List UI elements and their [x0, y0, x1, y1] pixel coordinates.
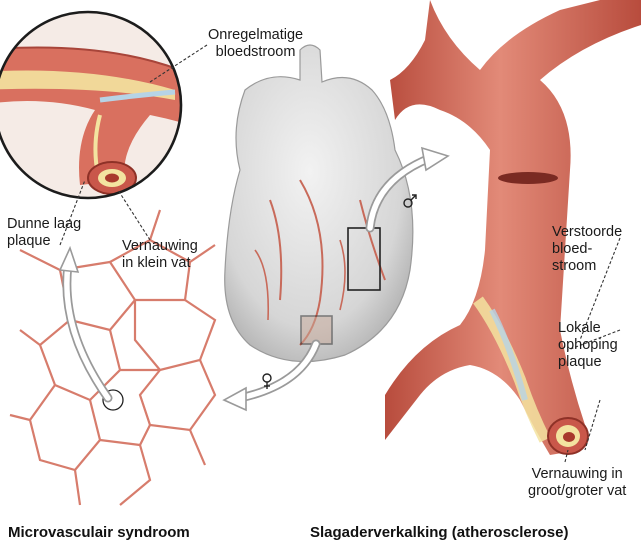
label-narrowing-small-vessel: Vernauwing in klein vat — [122, 238, 198, 272]
label-narrowing-large-vessel: Vernauwing in groot/groter vat — [528, 466, 626, 500]
label-disturbed-flow: Verstoorde bloed- stroom — [552, 224, 622, 275]
label-thin-plaque: Dunne laag plaque — [7, 216, 81, 250]
label-irregular-flow: Onregelmatige bloedstroom — [208, 27, 303, 61]
heart — [225, 45, 413, 362]
label-local-plaque: Lokale ophoping plaque — [558, 320, 618, 371]
caption-atherosclerosis: Slagaderverkalking (atherosclerose) — [310, 524, 568, 541]
caption-microvascular: Microvasculair syndroom — [8, 524, 190, 541]
